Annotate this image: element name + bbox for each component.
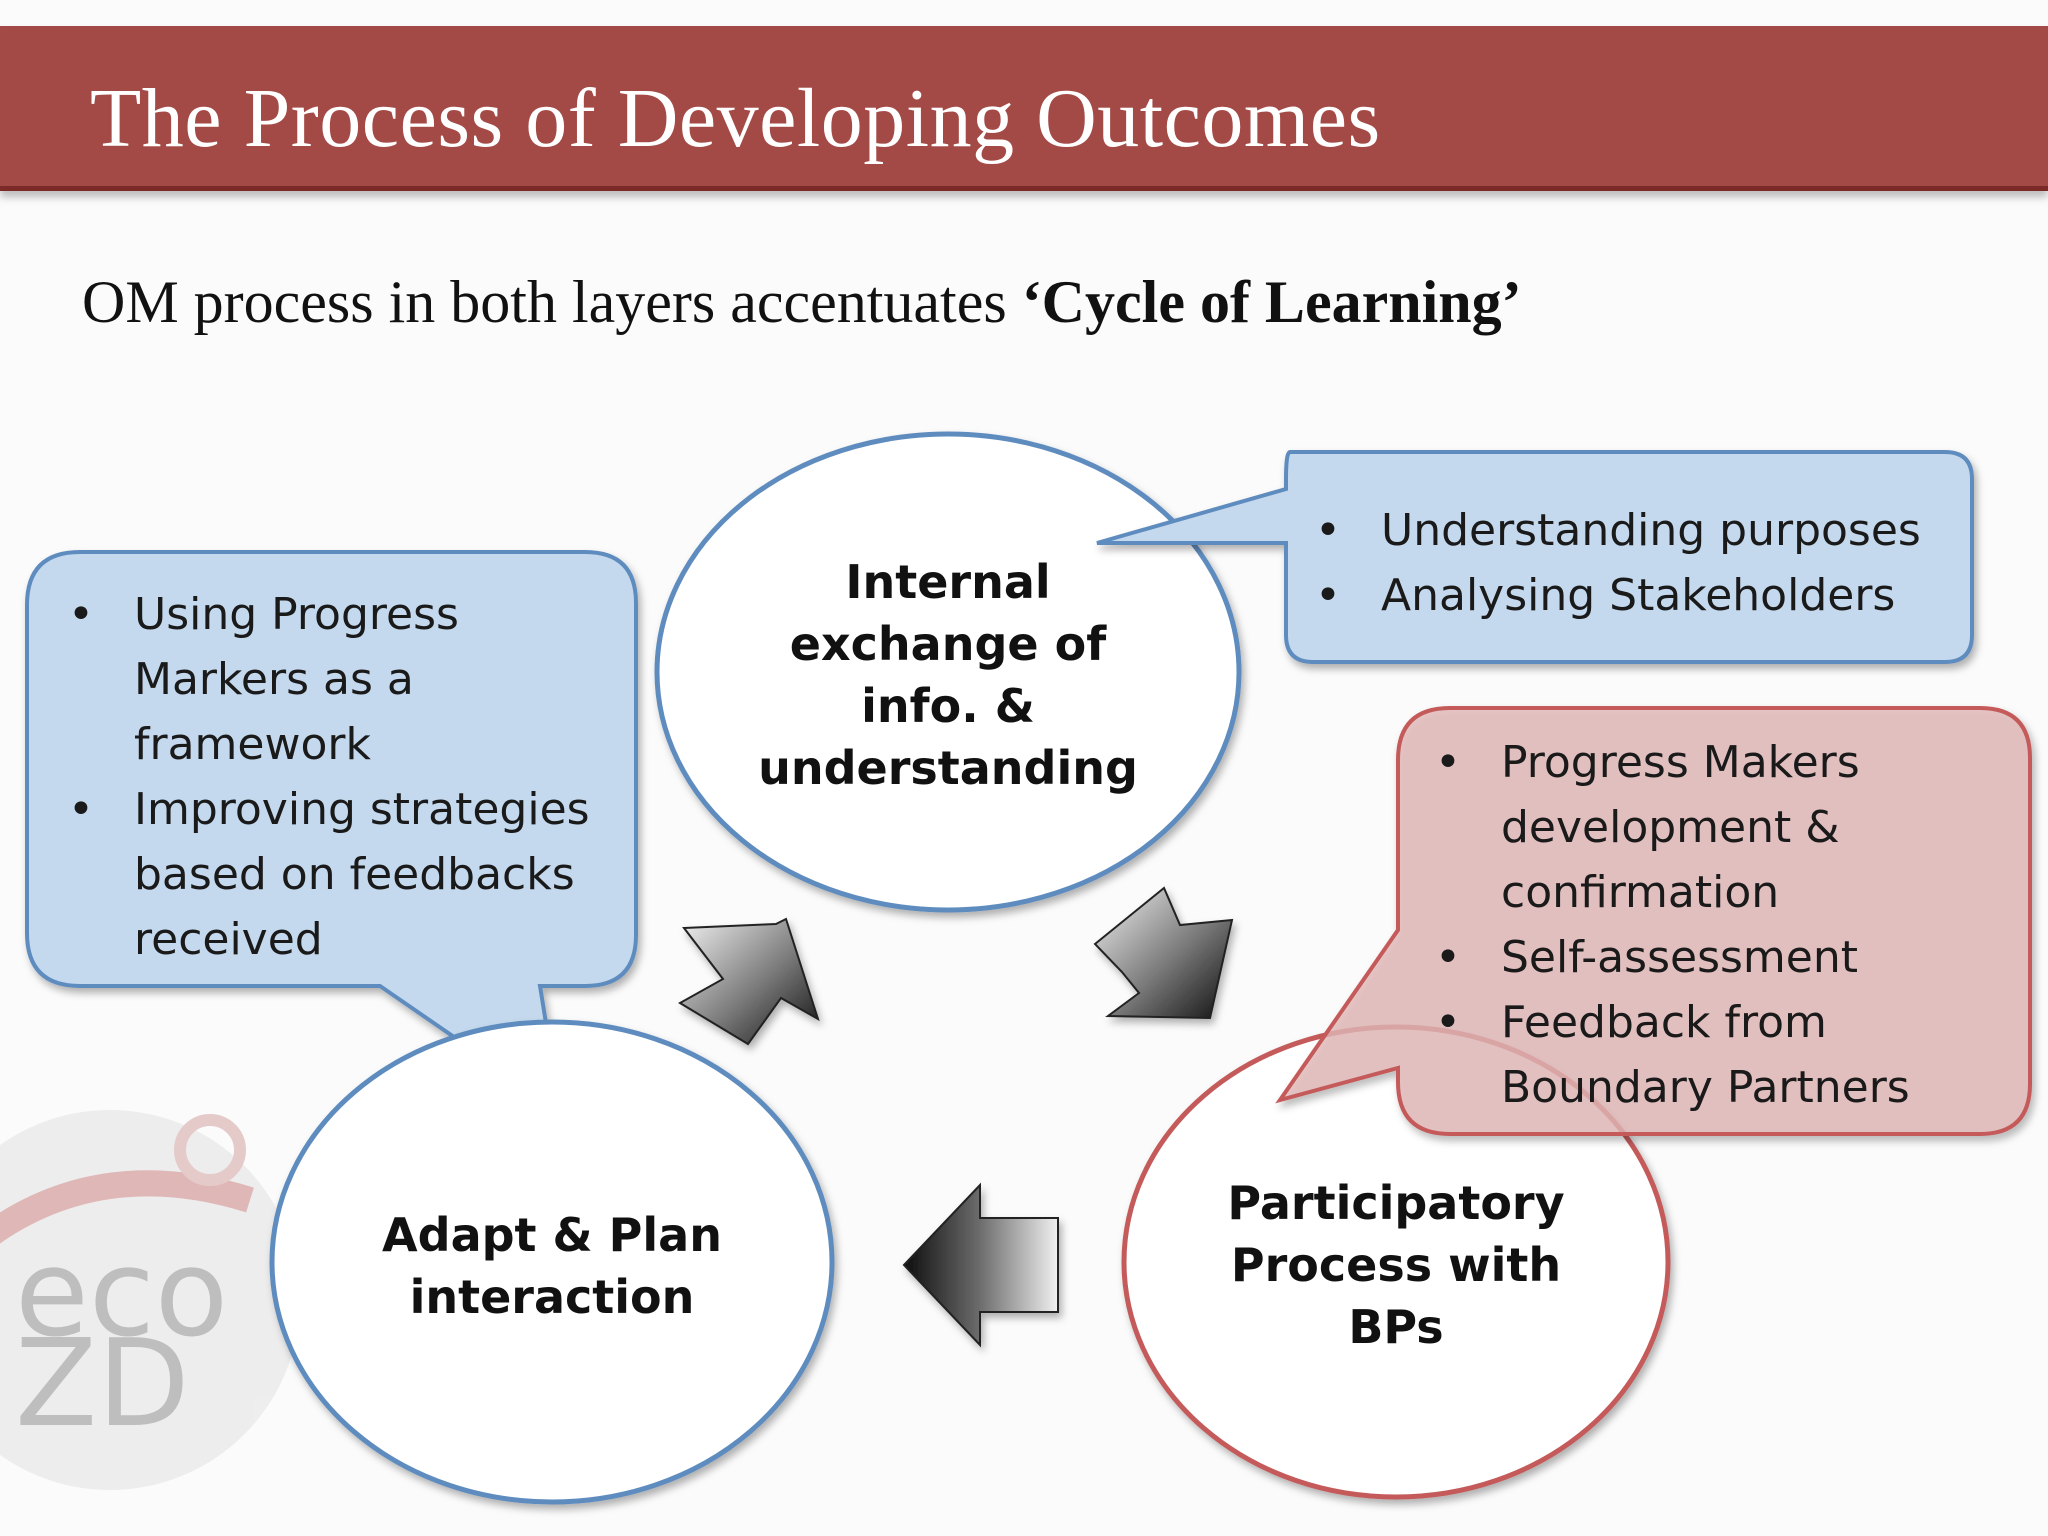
bottom-left-circle-line: interaction — [409, 1270, 695, 1324]
slide-subtitle: OM process in both layers accentuates ‘C… — [82, 268, 1522, 337]
logo-text-eco: eco — [15, 1225, 228, 1364]
bottom-right-circle-line: Process with — [1230, 1238, 1562, 1292]
top-circle-line: understanding — [758, 741, 1138, 795]
list-item: Feedback from Boundary Partners — [1435, 990, 1910, 1120]
list-item-line: Progress Makers — [1501, 737, 1860, 788]
list-item-line: development & — [1501, 802, 1840, 853]
top-right-callout-list: Understanding purposes Analysing Stakeho… — [1315, 498, 1921, 628]
top-circle-line: exchange of — [789, 617, 1107, 671]
list-item-line: Feedback from — [1501, 997, 1827, 1048]
list-item-line: confirmation — [1501, 867, 1780, 918]
list-item: Improving strategies based on feedbacks … — [68, 777, 590, 972]
bottom-left-circle-line: Adapt & Plan — [382, 1208, 722, 1262]
right-callout-list: Progress Makers development & confirmati… — [1435, 730, 1910, 1120]
left-callout-list: Using Progress Markers as a framework Im… — [68, 582, 590, 972]
list-item-line: Self-assessment — [1501, 932, 1858, 983]
slide-title: The Process of Developing Outcomes — [90, 72, 1381, 165]
list-item: Analysing Stakeholders — [1315, 563, 1921, 628]
bottom-right-circle-line: Participatory — [1227, 1176, 1565, 1230]
arrow-down-right-icon — [1093, 886, 1234, 1020]
list-item-line: Markers as a — [134, 654, 414, 705]
logo-text-zd: ZD — [15, 1315, 190, 1454]
arrow-left-icon — [902, 1182, 1059, 1348]
list-item-line: Using Progress — [134, 589, 459, 640]
list-item-line: Improving strategies — [134, 784, 590, 835]
list-item: Progress Makers development & confirmati… — [1435, 730, 1910, 925]
title-bar — [0, 26, 2048, 191]
bottom-left-circle — [269, 1019, 835, 1505]
top-circle — [654, 431, 1242, 913]
top-circle-label: Internal exchange of info. & understandi… — [698, 551, 1198, 799]
list-item: Self-assessment — [1435, 925, 1910, 990]
list-item-line: based on feedbacks — [134, 849, 575, 900]
arrow-up-right-icon — [678, 917, 820, 1046]
list-item-line: Boundary Partners — [1501, 1062, 1910, 1113]
list-item-line: received — [134, 914, 323, 965]
bottom-left-circle-label: Adapt & Plan interaction — [352, 1204, 752, 1328]
list-item: Understanding purposes — [1315, 498, 1921, 563]
bottom-right-circle-line: BPs — [1348, 1300, 1444, 1354]
ecozd-logo: eco ZD — [0, 1110, 300, 1490]
top-circle-line: info. & — [861, 679, 1035, 733]
top-circle-line: Internal — [845, 555, 1051, 609]
bottom-right-circle-label: Participatory Process with BPs — [1196, 1172, 1596, 1358]
subtitle-emphasis: ‘Cycle of Learning’ — [1021, 269, 1522, 335]
subtitle-plain: OM process in both layers accentuates — [82, 269, 1022, 335]
list-item: Using Progress Markers as a framework — [68, 582, 590, 777]
list-item-line: framework — [134, 719, 371, 770]
